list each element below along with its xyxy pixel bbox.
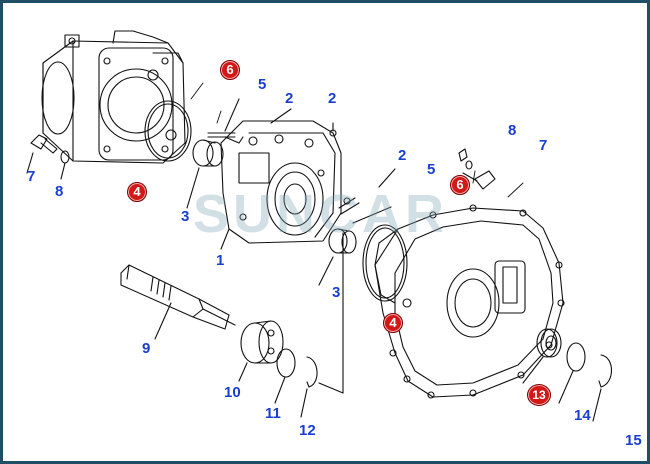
callout-5: 5 bbox=[258, 76, 267, 93]
o-ring bbox=[144, 100, 192, 162]
drive-shaft bbox=[120, 264, 236, 340]
callout-11: 11 bbox=[265, 405, 281, 422]
callout-7: 7 bbox=[27, 168, 36, 185]
seal-rings-right bbox=[522, 328, 613, 422]
callout-2: 2 bbox=[285, 90, 294, 107]
center-pump-body bbox=[220, 120, 342, 250]
rear-pump-housing bbox=[41, 30, 186, 164]
bolt-washer-left bbox=[26, 134, 70, 180]
leader-lines bbox=[190, 82, 524, 198]
callout-14: 14 bbox=[574, 407, 591, 424]
flywheel-housing bbox=[374, 204, 565, 399]
circled-callout-13: 13 bbox=[527, 384, 551, 406]
callout-9: 9 bbox=[142, 340, 151, 357]
circled-callout-6: 6 bbox=[450, 175, 470, 195]
circled-callout-6: 6 bbox=[220, 60, 240, 80]
callout-12: 12 bbox=[299, 422, 316, 439]
callout-1: 1 bbox=[216, 252, 225, 269]
pins-right bbox=[338, 148, 496, 224]
bearing-left bbox=[186, 139, 224, 209]
callout-15: 15 bbox=[625, 432, 642, 449]
callout-3: 3 bbox=[332, 284, 341, 301]
bearing-right bbox=[318, 228, 357, 286]
callout-8: 8 bbox=[508, 122, 517, 139]
callout-2: 2 bbox=[328, 90, 337, 107]
coupling bbox=[238, 320, 284, 382]
circled-callout-4: 4 bbox=[383, 313, 403, 333]
callout-7: 7 bbox=[539, 137, 548, 154]
callout-3: 3 bbox=[181, 208, 190, 225]
callout-10: 10 bbox=[224, 384, 241, 401]
callout-8: 8 bbox=[55, 183, 64, 200]
exploded-parts-drawing bbox=[26, 30, 613, 422]
retaining-rings bbox=[274, 232, 344, 418]
o-ring-right bbox=[362, 224, 408, 302]
circled-callout-4: 4 bbox=[127, 182, 147, 202]
callout-5: 5 bbox=[427, 161, 436, 178]
callout-2: 2 bbox=[398, 147, 407, 164]
